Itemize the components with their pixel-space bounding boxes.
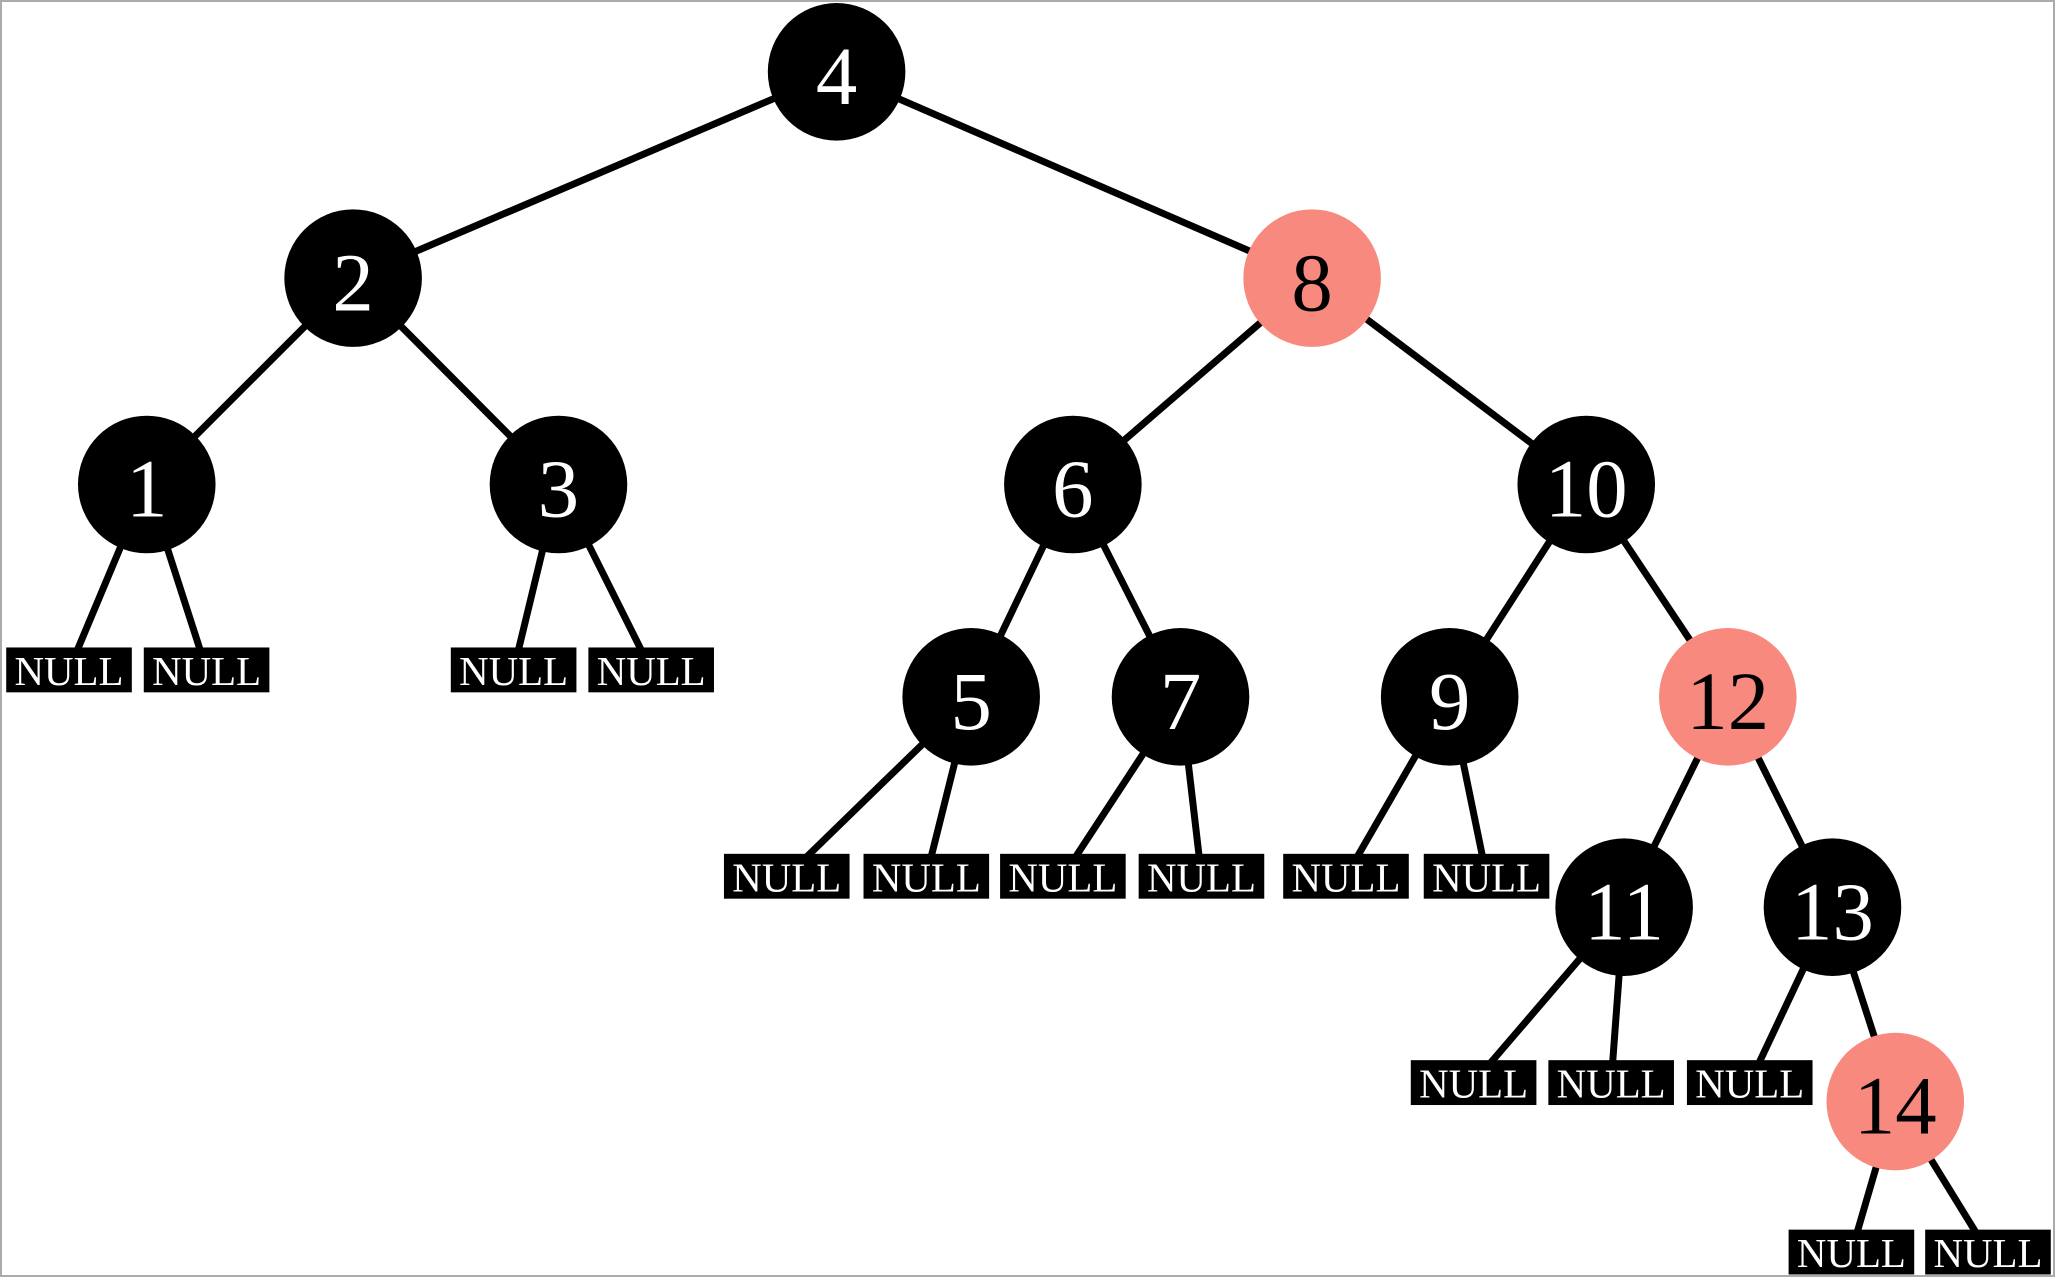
null-leaf-box bbox=[588, 647, 714, 693]
node-circle-14-red bbox=[1826, 1032, 1965, 1171]
null-leaf-box bbox=[1000, 853, 1126, 899]
null-9-right: NULL bbox=[1423, 853, 1550, 900]
node-circle-12-red bbox=[1659, 628, 1797, 766]
null-3-right: NULL bbox=[588, 647, 714, 694]
null-11-left: NULL bbox=[1410, 1060, 1537, 1107]
node-label-8: 8 bbox=[1291, 236, 1332, 328]
null-9-left: NULL bbox=[1283, 853, 1409, 900]
node-circle-3-black bbox=[489, 415, 628, 554]
null-leaf-label: NULL bbox=[872, 855, 981, 900]
tree-node-4: 4 bbox=[767, 2, 906, 141]
null-leaf-label: NULL bbox=[1797, 1231, 1906, 1275]
null-leaf-label: NULL bbox=[1557, 1062, 1666, 1107]
node-circle-4-black bbox=[767, 2, 906, 141]
null-leaf-box bbox=[1788, 1229, 1915, 1275]
tree-node-3: 3 bbox=[489, 415, 628, 554]
tree-node-2: 2 bbox=[284, 209, 422, 347]
null-leaf-box bbox=[1925, 1229, 2051, 1275]
null-leaf-label: NULL bbox=[1695, 1062, 1804, 1107]
null-7-right: NULL bbox=[1138, 853, 1265, 900]
null-leaf-label: NULL bbox=[459, 649, 568, 694]
node-label-9: 9 bbox=[1429, 655, 1470, 747]
node-label-14: 14 bbox=[1854, 1060, 1937, 1152]
node-label-3: 3 bbox=[538, 443, 579, 535]
null-leaf-label: NULL bbox=[1147, 855, 1256, 900]
null-leaf-box bbox=[863, 853, 990, 899]
null-leaf-box bbox=[450, 647, 577, 693]
null-leaves: NULL NULL NULL NULL NULL NULL NULL NULL NULL NULL… bbox=[6, 647, 2051, 1275]
node-circle-1-black bbox=[77, 415, 216, 554]
tree-node-11: 11 bbox=[1555, 838, 1693, 976]
node-circle-8-red bbox=[1243, 209, 1381, 347]
null-leaf-label: NULL bbox=[597, 649, 706, 694]
node-label-12: 12 bbox=[1686, 655, 1769, 747]
tree-node-10: 10 bbox=[1517, 415, 1656, 554]
node-label-10: 10 bbox=[1545, 443, 1628, 535]
null-leaf-label: NULL bbox=[1008, 855, 1117, 900]
null-leaf-label: NULL bbox=[1419, 1062, 1528, 1107]
null-leaf-box bbox=[6, 647, 132, 693]
node-circle-9-black bbox=[1380, 628, 1519, 766]
null-leaf-box bbox=[1686, 1060, 1813, 1106]
null-leaf-label: NULL bbox=[1934, 1231, 2043, 1275]
null-leaf-label: NULL bbox=[15, 649, 124, 694]
edge-4-8 bbox=[835, 68, 1314, 282]
node-label-6: 6 bbox=[1052, 443, 1093, 535]
tree-node-13: 13 bbox=[1763, 838, 1902, 976]
node-label-13: 13 bbox=[1791, 865, 1874, 957]
null-14-right: NULL bbox=[1925, 1229, 2051, 1275]
null-1-left: NULL bbox=[6, 647, 132, 694]
tree-node-6: 6 bbox=[1004, 415, 1142, 554]
null-13-left: NULL bbox=[1686, 1060, 1813, 1107]
null-5-right: NULL bbox=[863, 853, 990, 900]
null-leaf-label: NULL bbox=[152, 649, 261, 694]
null-leaf-box bbox=[1138, 853, 1265, 899]
null-leaf-box bbox=[1283, 853, 1409, 899]
null-leaf-box bbox=[1548, 1060, 1674, 1106]
tree-node-14: 14 bbox=[1826, 1032, 1965, 1171]
tree-node-1: 1 bbox=[77, 415, 216, 554]
node-label-4: 4 bbox=[816, 30, 857, 122]
node-circle-6-black bbox=[1004, 415, 1142, 554]
node-label-7: 7 bbox=[1160, 655, 1201, 747]
null-leaf-box bbox=[1410, 1060, 1537, 1106]
null-leaf-box bbox=[723, 853, 850, 899]
null-11-right: NULL bbox=[1548, 1060, 1674, 1107]
node-label-1: 1 bbox=[126, 443, 167, 535]
tree-node-7: 7 bbox=[1111, 628, 1250, 766]
node-circle-13-black bbox=[1763, 838, 1902, 976]
tree-node-8: 8 bbox=[1243, 209, 1381, 347]
node-label-11: 11 bbox=[1584, 865, 1664, 957]
node-label-5: 5 bbox=[950, 655, 991, 747]
null-1-right: NULL bbox=[143, 647, 270, 694]
null-7-left: NULL bbox=[1000, 853, 1126, 900]
tree-node-5: 5 bbox=[902, 628, 1040, 766]
null-leaf-label: NULL bbox=[1432, 855, 1541, 900]
node-circle-11-black bbox=[1555, 838, 1693, 976]
node-circle-2-black bbox=[284, 209, 422, 347]
node-circle-5-black bbox=[902, 628, 1040, 766]
null-leaf-box bbox=[143, 647, 270, 693]
tree-node-12: 12 bbox=[1659, 628, 1797, 766]
null-14-left: NULL bbox=[1788, 1229, 1915, 1275]
null-leaf-label: NULL bbox=[1292, 855, 1401, 900]
node-circle-10-black bbox=[1517, 415, 1656, 554]
tree-node-9: 9 bbox=[1380, 628, 1519, 766]
null-5-left: NULL bbox=[723, 853, 850, 900]
null-leaf-box bbox=[1423, 853, 1550, 899]
null-3-left: NULL bbox=[450, 647, 577, 694]
node-label-2: 2 bbox=[332, 236, 373, 328]
node-circle-7-black bbox=[1111, 628, 1250, 766]
null-leaf-label: NULL bbox=[732, 855, 841, 900]
edge-4-2 bbox=[351, 68, 838, 282]
